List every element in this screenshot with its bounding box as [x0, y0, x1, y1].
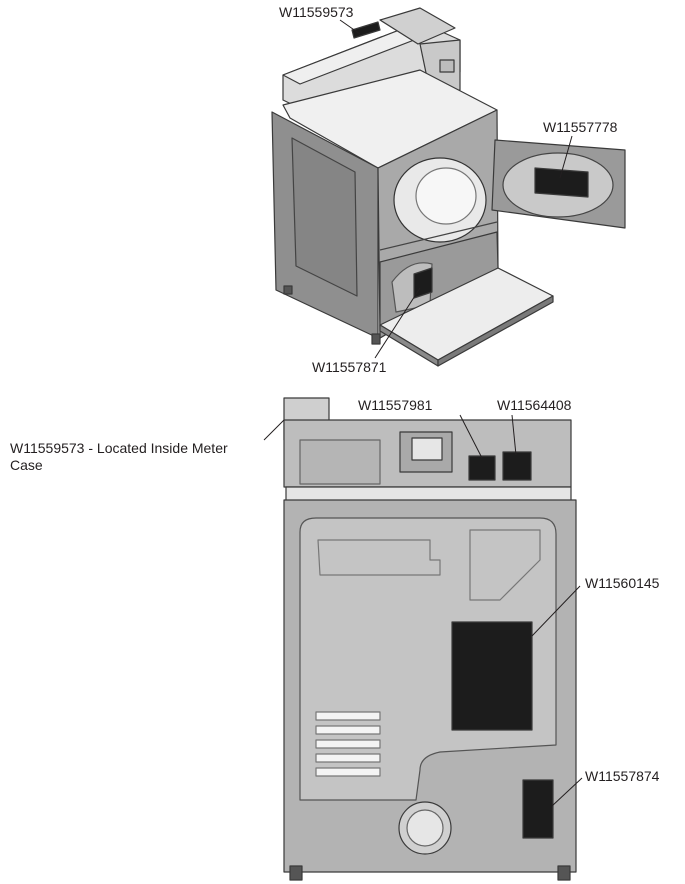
meter-case-note: W11559573 - Located Inside Meter Case: [10, 440, 228, 473]
isometric-dryer: [271, 7, 626, 367]
rear-panel-bottom-label: W11557874: [585, 768, 660, 784]
rear-view-dryer: [283, 397, 577, 881]
rear-right-label-patch: [502, 451, 532, 481]
rear-panel-bottom-label-patch: [522, 779, 554, 839]
console-label-patch: [351, 21, 381, 39]
vent-slats: [315, 711, 381, 777]
rear-panel-large-label: W11560145: [585, 575, 660, 591]
rear-panel-large-label-patch: [451, 621, 533, 731]
top-control-label: W11559573: [279, 4, 354, 20]
rear-left-label: W11557981: [358, 397, 433, 413]
door-label-patch: [534, 167, 589, 198]
leader-lines: [263, 19, 583, 807]
lint-area-label: W11557871: [312, 359, 387, 375]
door-label: W11557778: [543, 119, 618, 135]
rear-right-label: W11564408: [497, 397, 572, 413]
rear-left-label-patch: [468, 455, 496, 481]
